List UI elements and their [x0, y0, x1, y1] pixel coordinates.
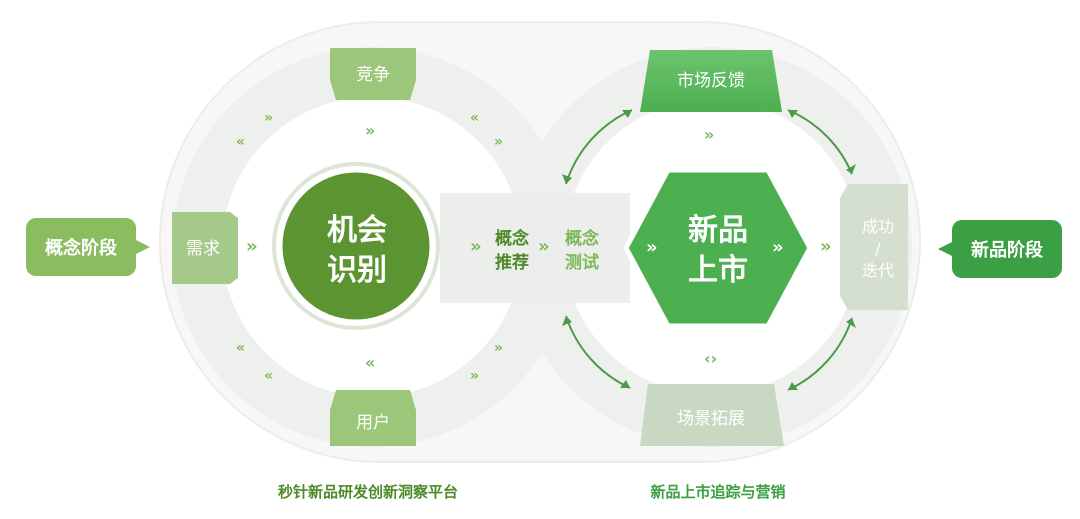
new-product-stage-pill	[938, 220, 1062, 278]
user-label: 用户	[356, 413, 390, 433]
chevron-bridge-1: »	[470, 236, 482, 257]
concept-stage-pill	[26, 218, 150, 276]
chevron-bridge-2: »	[538, 236, 550, 257]
opportunity-circle	[277, 167, 435, 325]
success-iterate-line2: /	[875, 239, 881, 258]
new-launch-line2: 上市	[688, 253, 748, 288]
chevron-left-top-down: »	[365, 121, 375, 140]
concept-test-line2: 测试	[565, 252, 599, 273]
bridge-band	[440, 193, 630, 303]
chevron-need-right: »	[246, 236, 258, 257]
new-launch-line1: 新品	[688, 213, 748, 248]
left-top-tab	[330, 48, 416, 100]
caption-left: 秒针新品研发创新洞察平台	[278, 483, 458, 501]
success-iterate-line3: 迭代	[862, 261, 894, 280]
chevron-top-down-right: »	[704, 125, 714, 144]
left-bottom-tab	[330, 390, 416, 446]
demand-label: 需求	[186, 239, 220, 259]
caption-right: 新品上市追踪与营销	[650, 483, 785, 501]
chevron-diag-8: »	[494, 340, 503, 356]
success-iterate-line1: 成功	[862, 217, 894, 236]
chevron-right-out: »	[820, 236, 832, 257]
chevron-diag-1: «	[236, 134, 245, 150]
cycle-arrow-bottom-left	[565, 315, 631, 389]
concept-test-line1: 概念	[565, 228, 599, 249]
right-bottom-tab	[640, 384, 784, 446]
chevron-diag-3: «	[470, 110, 479, 126]
concept-stage-label: 概念阶段	[45, 237, 118, 259]
cycle-arrow-top-right	[787, 109, 853, 175]
chevron-hex-out: »	[772, 237, 784, 258]
chevron-hex-in: »	[646, 237, 658, 258]
chevron-diag-4: »	[494, 134, 503, 150]
competition-label: 竞争	[356, 65, 390, 85]
chevron-left-bottom-up: «	[365, 353, 375, 372]
opportunity-line2: 识别	[327, 253, 387, 288]
opportunity-line1: 机会	[327, 213, 387, 248]
chevron-diag-7: »	[470, 368, 479, 384]
chevron-diag-2: »	[264, 110, 273, 126]
chevron-bottom-updown-right: ‹›	[704, 349, 717, 368]
cycle-arrow-bottom-right	[787, 317, 853, 391]
concept-recommend-line2: 推荐	[495, 252, 529, 273]
chevron-diag-5: «	[236, 340, 245, 356]
chevron-diag-6: «	[264, 368, 273, 384]
right-right-tab	[840, 184, 908, 310]
scenario-expand-label: 场景拓展	[677, 409, 745, 429]
left-left-tab	[172, 212, 238, 284]
flow-chevrons: » « » » » » » » » ‹› « » « » « « » »	[236, 110, 832, 384]
new-product-stage-label: 新品阶段	[971, 239, 1044, 261]
right-top-tab	[640, 50, 782, 112]
new-launch-hexagon	[623, 167, 813, 329]
market-feedback-label: 市场反馈	[677, 71, 745, 91]
concept-recommend-line1: 概念	[495, 228, 529, 249]
cycle-arrow-top-left	[565, 109, 633, 185]
